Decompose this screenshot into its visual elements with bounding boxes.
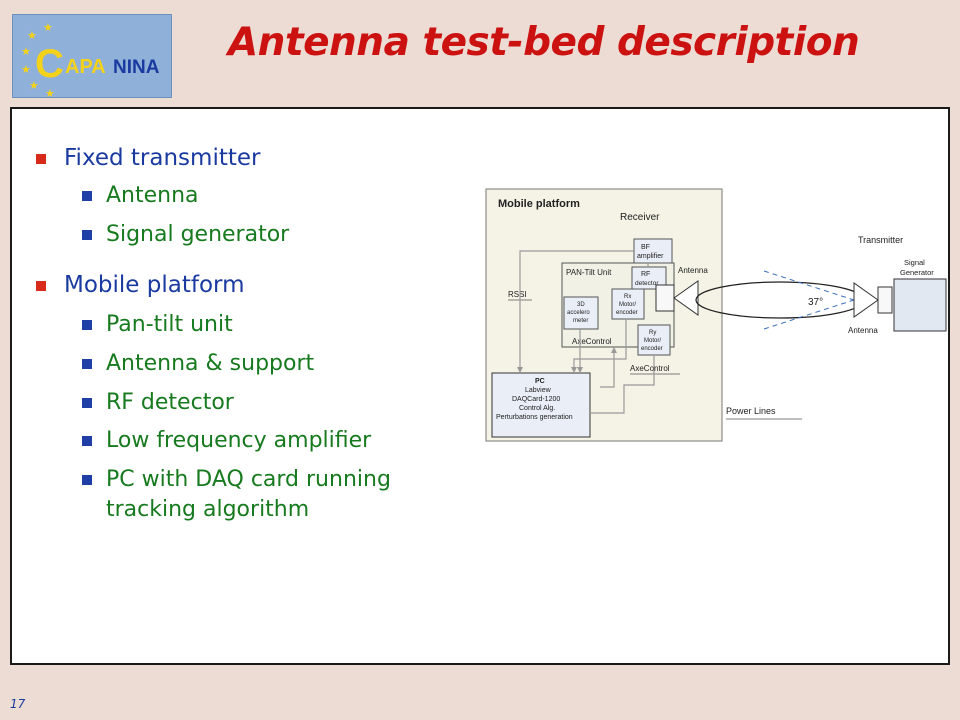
pc-label-1: PC (535, 378, 545, 385)
rx-motor-label-1: Rx (624, 294, 631, 300)
tx-antenna-horn (853, 282, 879, 318)
bullet-fixed-transmitter: Fixed transmitter (64, 145, 261, 171)
svg-text:★: ★ (45, 88, 55, 99)
pan-tilt-label: PAN-Tilt Unit (566, 268, 612, 277)
logo-apa: APA (65, 56, 106, 78)
transmitter-label: Transmitter (858, 235, 903, 245)
pc-label-5: Perturbations generation (496, 414, 573, 421)
pc-label-2: Labview (525, 387, 552, 394)
ry-motor-label-1: Ry (649, 330, 656, 336)
bullet-icon (82, 359, 92, 369)
content-panel: Fixed transmitter Antenna Signal generat… (10, 107, 950, 665)
ry-motor-box (637, 324, 671, 356)
svg-text:★: ★ (21, 64, 31, 76)
testbed-diagram: Mobile platform Receiver BF amplifier PA… (485, 188, 947, 442)
subbullet-lf-amplifier: Low frequency amplifier (106, 428, 372, 453)
accelerometer-box (563, 296, 599, 330)
page-number: 17 (10, 697, 26, 711)
bullet-icon (36, 281, 46, 291)
accel-label-1: 3D (577, 302, 585, 308)
rf-detector-box (631, 266, 667, 290)
tx-antenna-feed (877, 286, 893, 314)
rx-antenna-label: Antenna (678, 266, 708, 275)
mobile-platform-label: Mobile platform (498, 198, 580, 210)
subbullet-antenna-support: Antenna & support (106, 351, 315, 376)
rssi-label: RSSI (508, 290, 527, 299)
tx-antenna-label: Antenna (848, 326, 878, 335)
rf-det-label-2: detector (635, 280, 659, 287)
bullet-icon (82, 475, 92, 485)
bullet-icon (36, 154, 46, 164)
pc-box (491, 372, 591, 438)
signal-gen-label-2: Generator (900, 268, 934, 277)
subbullet-signal-generator: Signal generator (106, 222, 290, 247)
ry-motor-label-2: Motor/ (644, 338, 661, 344)
bullet-mobile-platform: Mobile platform (64, 272, 245, 298)
subbullet-rf-detector: RF detector (106, 390, 234, 415)
pc-label-3: DAQCard-1200 (512, 396, 560, 403)
subbullet-antenna: Antenna (106, 183, 199, 208)
power-lines-label: Power Lines (726, 406, 776, 416)
bullet-icon (82, 230, 92, 240)
svg-text:★: ★ (29, 80, 39, 92)
bullet-icon (82, 436, 92, 446)
rx-antenna-horn (673, 280, 699, 316)
beam-angle-label: 37° (808, 297, 823, 308)
logo-nina: NINA (113, 57, 160, 78)
svg-text:★: ★ (27, 30, 37, 42)
capanina-logo: ★ ★ ★ ★ ★ ★ C APA NINA (12, 14, 172, 99)
rx-antenna-feed (655, 284, 675, 312)
ry-motor-label-3: encoder (641, 346, 663, 352)
bf-amp-label-1: BF (641, 244, 650, 251)
accel-label-2: accelero (567, 310, 590, 316)
rx-motor-label-2: Motor/ (619, 302, 636, 308)
subbullet-pc-daq-cont: tracking algorithm (106, 497, 310, 522)
bullet-icon (82, 320, 92, 330)
receiver-label: Receiver (620, 212, 660, 223)
bf-amp-label-2: amplifier (637, 253, 664, 260)
rx-motor-box (611, 288, 645, 320)
axe-control-label-2: AxeControl (630, 364, 670, 373)
svg-text:★: ★ (43, 22, 53, 34)
svg-text:★: ★ (21, 46, 31, 58)
rx-motor-label-3: encoder (616, 310, 638, 316)
accel-label-3: meter (573, 318, 588, 324)
pc-label-4: Control Alg. (519, 405, 555, 412)
subbullet-pc-daq: PC with DAQ card running (106, 467, 391, 492)
logo-c: C (35, 42, 64, 86)
signal-generator-box (893, 278, 947, 332)
rf-det-label-1: RF (641, 271, 650, 278)
subbullet-pan-tilt: Pan-tilt unit (106, 312, 233, 337)
signal-gen-label-1: Signal (904, 258, 925, 267)
axe-control-label-1: AxeControl (572, 337, 612, 346)
bullet-icon (82, 191, 92, 201)
bullet-icon (82, 398, 92, 408)
page-title: Antenna test-bed description (228, 20, 860, 65)
